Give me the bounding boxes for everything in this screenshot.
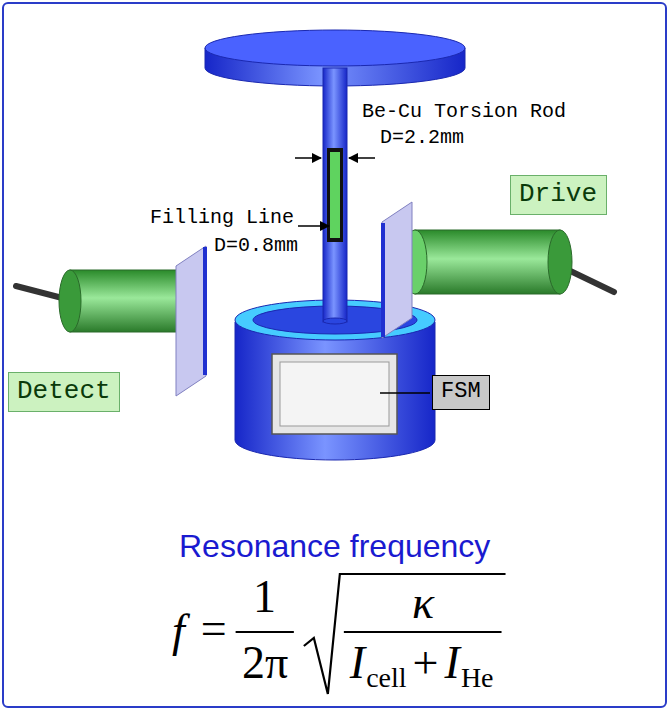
detect-cylinder [70, 270, 178, 332]
drive-cylinder-end [548, 230, 572, 294]
formula-subscript: He [461, 664, 494, 692]
part-name: Filling Line [150, 206, 294, 229]
square-root-sign [304, 574, 506, 694]
drive-plate [382, 202, 412, 338]
drive-plate-edge [381, 223, 385, 337]
node-text: Detect [17, 376, 111, 407]
formula-symbol: f [172, 608, 185, 654]
leader-line [380, 392, 430, 394]
drive-label-box: Drive [510, 175, 607, 215]
filling-line [330, 152, 340, 238]
drive-cylinder [415, 230, 560, 294]
fsm-sample-inner [280, 362, 389, 426]
torsion-rod [323, 68, 347, 322]
heading: Resonance frequency [179, 530, 490, 562]
formula-symbol: + [413, 640, 439, 686]
formula-symbol: I [350, 640, 365, 686]
node-text: FSM [441, 379, 481, 405]
formula-symbol: κ [412, 580, 434, 626]
detect-plate-edge [203, 247, 207, 375]
top-disc-face [205, 30, 465, 66]
rod-base [323, 318, 347, 324]
fsm-label-box: FSM [432, 375, 490, 410]
formula-number: 1 [253, 574, 276, 620]
fraction-bar [236, 631, 294, 633]
detect-label-box: Detect [8, 372, 120, 412]
detect-cylinder-end [59, 270, 81, 332]
node-text: Drive [519, 179, 598, 210]
cell-body [235, 322, 435, 460]
part-name: Be-Cu Torsion Rod [362, 100, 566, 123]
dimension: D=0.8mm [214, 234, 298, 257]
detect-plate [176, 246, 206, 396]
formula-subscript: cell [366, 664, 406, 692]
formula-symbol: I [445, 640, 460, 686]
fraction-bar [344, 631, 502, 633]
fsm-sample [272, 354, 397, 434]
formula-symbol: = [201, 606, 227, 652]
formula-number: 2π [242, 640, 288, 686]
dimension: D=2.2mm [380, 126, 464, 149]
filling-line-casing [327, 148, 343, 242]
dimension-arrow [295, 157, 321, 159]
dimension-arrow [349, 157, 375, 159]
leader-arrow [298, 225, 329, 227]
